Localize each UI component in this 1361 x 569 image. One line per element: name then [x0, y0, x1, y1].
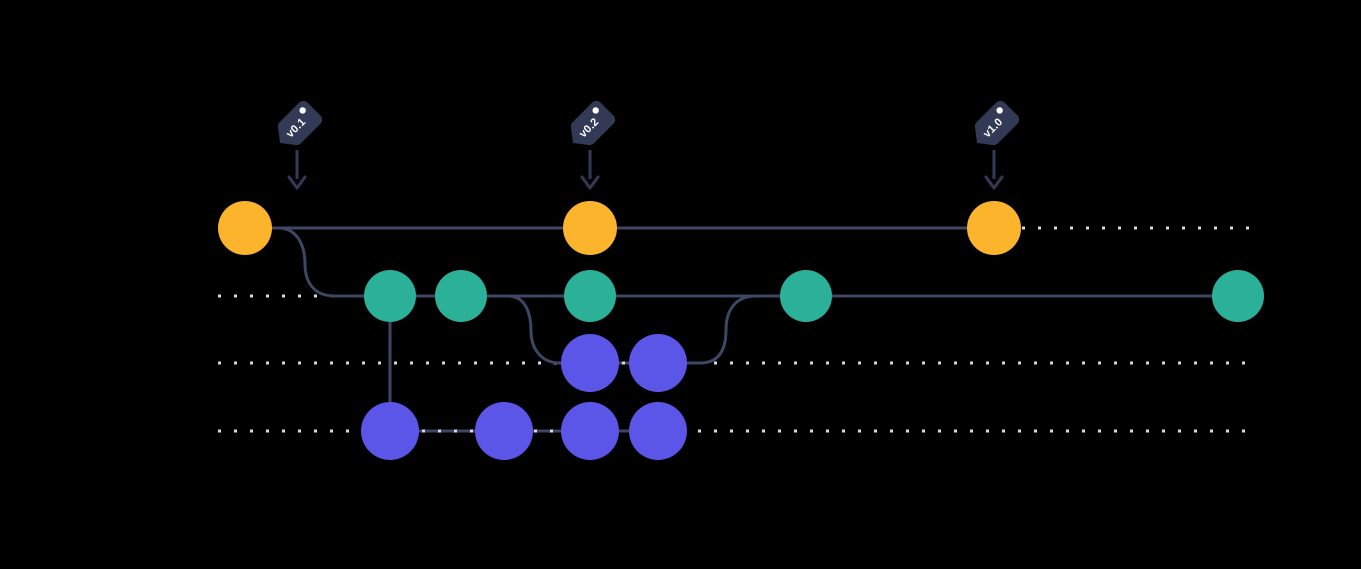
commit-node-d1[interactable]	[364, 270, 416, 322]
commit-node-d4[interactable]	[780, 270, 832, 322]
tag-arrow-head-icon	[580, 175, 600, 190]
tag-t2[interactable]: v0.2	[562, 98, 617, 190]
tag-body	[974, 100, 1020, 146]
commit-node-g3[interactable]	[561, 402, 619, 460]
tag-t3[interactable]: v1.0	[966, 98, 1021, 190]
commit-node-g2[interactable]	[475, 402, 533, 460]
tag-hole-icon	[592, 107, 599, 114]
tag-body	[570, 100, 616, 146]
commit-node-g1[interactable]	[361, 402, 419, 460]
commit-node-c1[interactable]	[218, 201, 272, 255]
edges-layer	[243, 226, 808, 433]
tag-hole-icon	[299, 107, 306, 114]
edge-branch-c1-to-d1	[243, 226, 392, 298]
tag-t1[interactable]: v0.1	[269, 98, 324, 190]
tag-shape: v0.2	[570, 100, 616, 146]
edge-branch-d2-to-f1	[493, 294, 592, 365]
commit-node-c3[interactable]	[967, 201, 1021, 255]
tag-shape: v1.0	[974, 100, 1020, 146]
commit-node-d2[interactable]	[435, 270, 487, 322]
tag-arrow-head-icon	[287, 175, 307, 190]
commit-node-d3[interactable]	[564, 270, 616, 322]
tag-shape: v0.1	[277, 100, 323, 146]
tags-layer: v0.1 v0.2 v1.0	[269, 98, 1021, 190]
commit-node-f2[interactable]	[629, 334, 687, 392]
tag-hole-icon	[996, 107, 1003, 114]
commit-node-d5[interactable]	[1212, 270, 1264, 322]
rails-layer	[218, 226, 1252, 433]
tag-arrow-head-icon	[984, 175, 1004, 190]
edge-merge-f2-to-d4	[656, 294, 808, 365]
tag-body	[277, 100, 323, 146]
commit-node-c2[interactable]	[563, 201, 617, 255]
commits-layer	[218, 201, 1264, 460]
commit-node-f1[interactable]	[561, 334, 619, 392]
commit-node-g4[interactable]	[629, 402, 687, 460]
